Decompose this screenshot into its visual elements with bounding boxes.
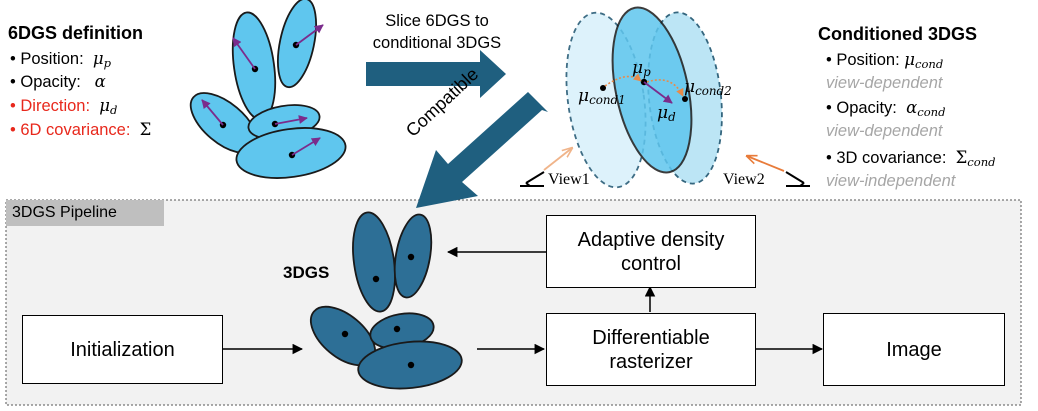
conditioned-note-position: view-dependent (826, 74, 943, 92)
view1-label: View1 (548, 171, 590, 188)
conditioned-item-opacity: • Opacity: αcond (826, 98, 946, 119)
conditioned-note-covariance: view-independent (826, 172, 956, 190)
eye-icon-view2 (785, 171, 810, 187)
label-mu-p: μp (632, 58, 651, 79)
3dgs-centers (341, 253, 415, 369)
3dgs-label: 3DGS (283, 263, 330, 282)
compatible-arrow (416, 92, 548, 208)
pipeline-title-tab (6, 200, 164, 226)
6dgs-ellipse-center (611, 6, 693, 174)
conditioned-item-position: • Position: μcond (826, 50, 944, 71)
label-mu-cond1: μcond1 (578, 86, 626, 107)
6dgs-gaussians (189, 0, 347, 179)
definition-item-position: • Position: μp (10, 49, 111, 70)
image-box: Image (823, 313, 1005, 386)
conditioned-item-covariance: • 3D covariance: Σcond (826, 148, 996, 169)
3dgs-gaussians (310, 211, 463, 390)
conditioned-title: Conditioned 3DGS (818, 24, 977, 44)
definition-item-opacity: • Opacity: α (10, 72, 106, 91)
definition-item-direction: • Direction: μd (10, 96, 118, 117)
pipeline-title: 3DGS Pipeline (12, 204, 117, 221)
label-mu-d: μd (657, 103, 676, 124)
view2-arrow (747, 156, 785, 172)
definition-title: 6DGS definition (8, 23, 143, 43)
view2-label: View2 (723, 171, 765, 188)
conditioned-note-opacity: view-dependent (826, 122, 943, 140)
slice-arrow (366, 50, 506, 98)
initialization-box: Initialization (22, 315, 223, 384)
slice-points (600, 73, 688, 104)
view1-arrow (543, 148, 572, 171)
label-mu-cond2: μcond2 (684, 77, 732, 98)
direction-arrows (201, 24, 324, 156)
eye-icon-view1 (520, 171, 545, 187)
definition-item-covariance: • 6D covariance: Σ (10, 120, 152, 139)
